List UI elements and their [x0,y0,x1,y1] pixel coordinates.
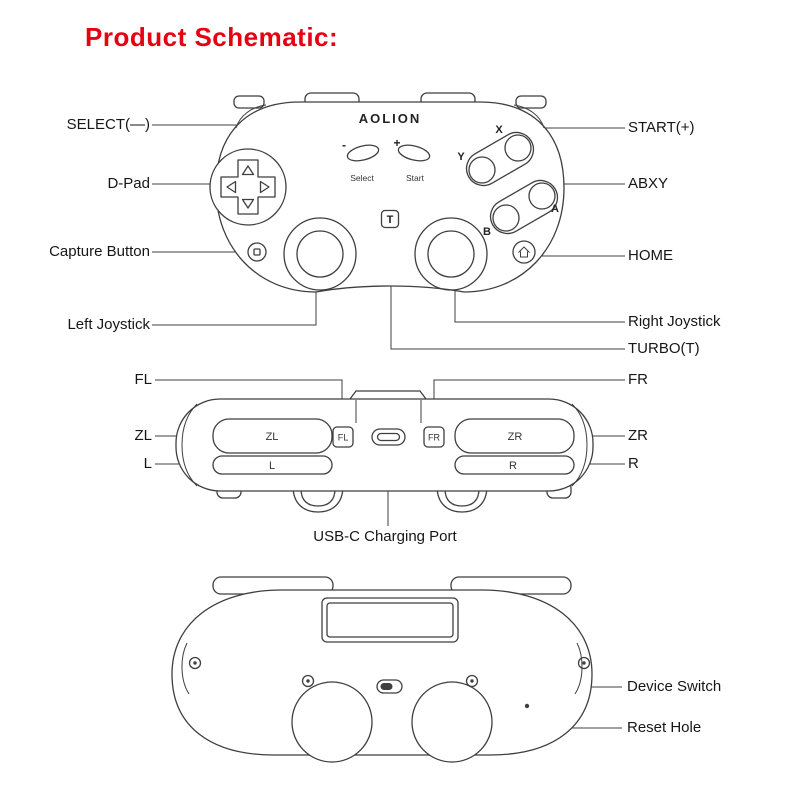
screw [465,674,479,688]
left-joystick-silhouette [292,485,344,513]
l-button-text: L [269,460,275,472]
x-button [504,134,532,162]
r-button [454,455,575,475]
b-button [492,204,520,232]
screw [577,656,591,670]
dpad [209,148,287,226]
a-button [528,182,556,210]
battery-compartment [321,597,459,643]
label-fl: FL [134,371,152,388]
start-caption: Start [406,173,425,183]
label-abxy: ABXY [628,175,669,192]
device-switch [376,679,403,694]
brand-logo: AOLION [359,111,422,126]
select-caption: Select [350,173,374,183]
l-button [212,455,333,475]
controller-top-view: AOLION - + Select Start [209,92,565,293]
zr-button-text: ZR [508,431,523,443]
left-joystick [283,217,357,291]
fl-button [332,426,354,448]
y-button-label: Y [457,151,465,163]
leader-left-joystick [152,291,317,326]
right-joystick [414,217,488,291]
usb-top-bump [349,390,427,400]
dpad-down-icon [241,198,255,209]
label-left-joystick: Left Joystick [67,316,150,333]
grip-right [411,681,493,763]
screw [301,674,315,688]
x-button-label: X [495,124,503,136]
controller-back-view [171,576,593,763]
grip-left [291,681,373,763]
abxy-cluster [465,131,559,235]
label-usb-port: USB-C Charging Port [313,528,457,545]
label-zr: ZR [628,427,648,444]
usb-c-port [371,428,406,446]
page-title: Product Schematic: [85,22,339,52]
label-dpad: D-Pad [107,175,150,192]
label-l: L [143,455,152,472]
home-icon [518,246,530,258]
capture-button [247,242,267,262]
back-body [171,589,593,756]
label-capture: Capture Button [49,243,150,260]
leader-right-joystick [454,291,625,323]
fl-button-text: FL [338,433,349,443]
home-button [512,240,536,264]
controller-edge-view: ZL ZR L R FL FR [175,390,594,513]
r-button-text: R [509,460,517,472]
y-button [468,156,496,184]
zl-button-text: ZL [266,431,279,443]
a-button-label: A [551,203,559,215]
reset-hole [524,703,530,709]
dpad-left-icon [226,180,237,194]
label-reset-hole: Reset Hole [627,719,702,736]
label-r: R [628,455,639,472]
select-button [346,144,380,162]
fr-button-text: FR [428,433,440,443]
zr-button [454,418,575,454]
label-turbo: TURBO(T) [628,340,700,357]
select-minus-sign: - [342,138,346,152]
turbo-button [380,209,400,229]
screw [188,656,202,670]
dpad-right-icon [259,180,270,194]
label-select: SELECT(—) [66,116,150,133]
b-button-label: B [483,226,491,238]
screws [188,656,591,688]
turbo-button-letter: T [387,214,394,226]
start-plus-sign: + [393,136,400,150]
label-right-joystick: Right Joystick [628,313,721,330]
dpad-up-icon [241,165,255,176]
label-fr: FR [628,371,648,388]
label-device-switch: Device Switch [627,678,722,695]
label-zl: ZL [134,427,152,444]
zl-button [212,418,333,454]
label-start: START(+) [628,119,695,136]
label-home: HOME [628,247,673,264]
right-joystick-silhouette [436,485,488,513]
fr-button [423,426,445,448]
start-button [397,144,431,162]
dpad-cross [220,159,276,215]
